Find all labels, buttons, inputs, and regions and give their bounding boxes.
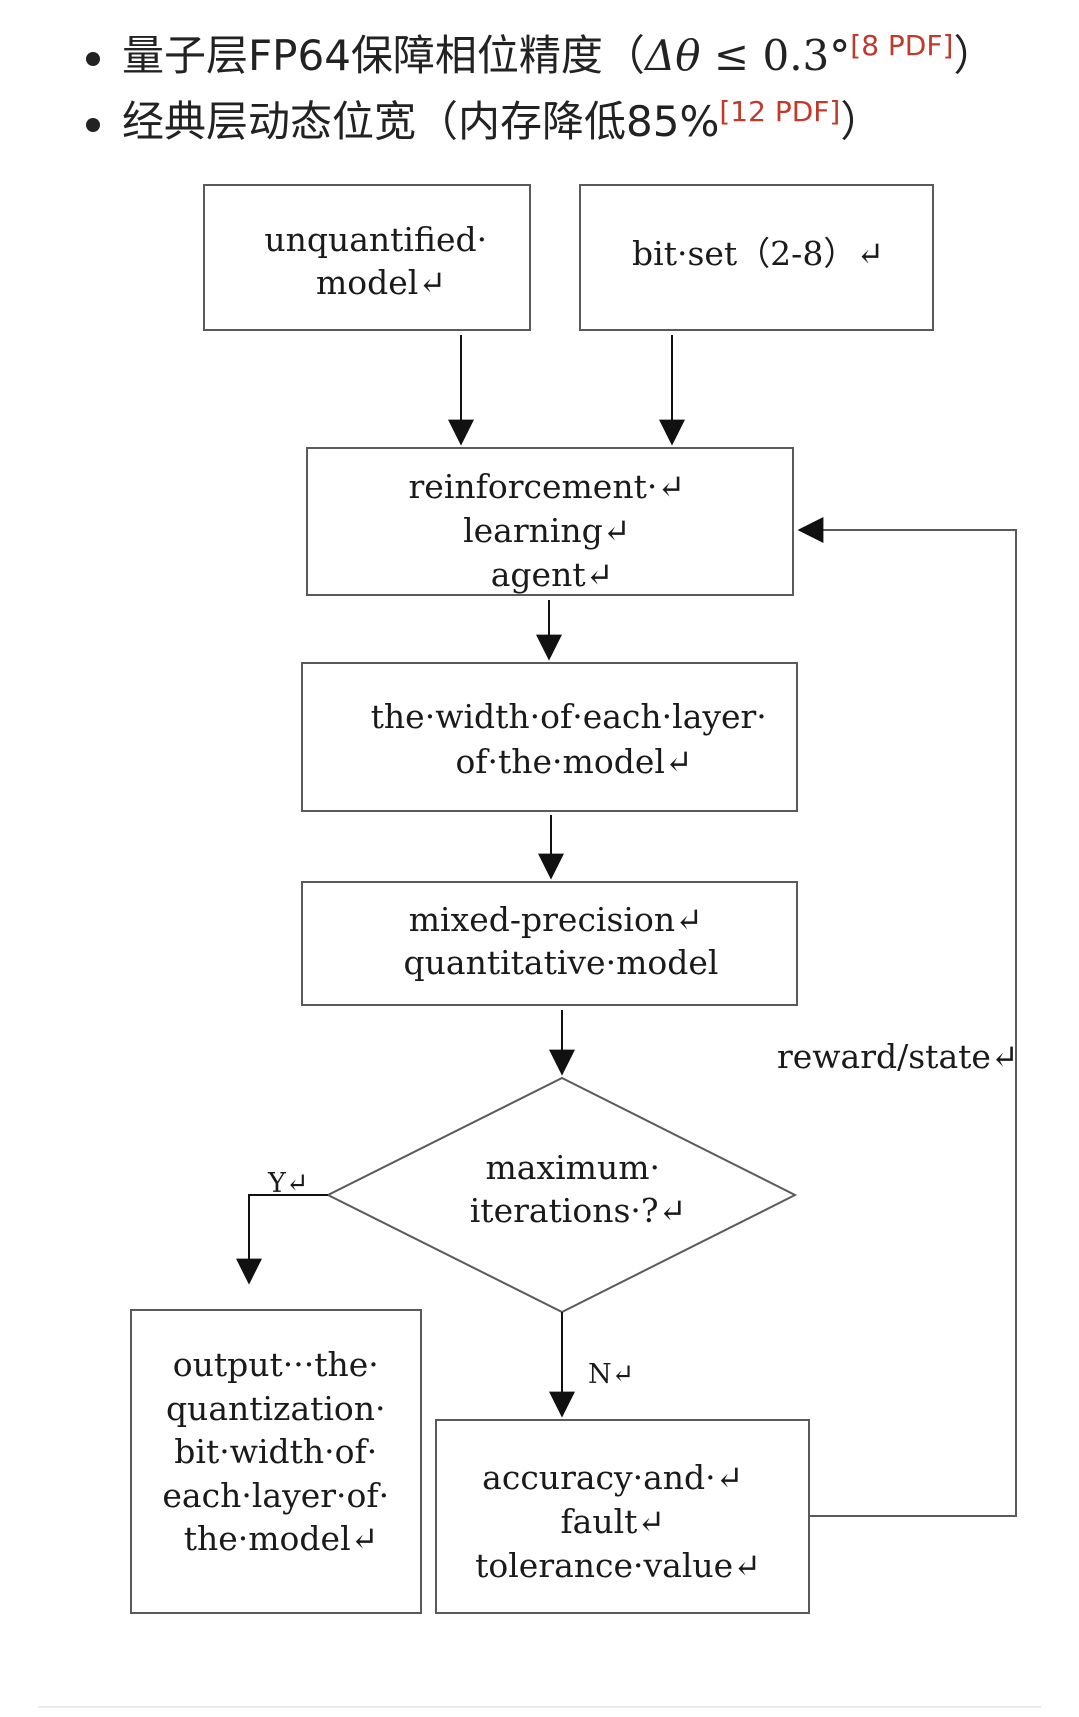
arrow-decision-yes-to-output [236,1194,328,1285]
text-output-bit-width: output···the· quantization· bit·width·of… [162,1345,399,1558]
text-mixed-precision: mixed-precision↵ quantitative·model [404,900,719,982]
text-unquantified-model: unquantified· model↵ [264,220,497,302]
math-relation: ≤ [700,31,763,80]
node-mixed-precision [301,881,798,1006]
math-delta: Δθ [644,31,701,80]
bullet-close: ） [840,97,883,146]
text-accuracy-fault-tolerance: accuracy·and·↵ fault↵ tolerance·value↵ [475,1458,761,1585]
bullet-dot-icon [86,52,100,66]
node-bit-set [579,184,934,331]
node-accuracy-fault-tolerance [435,1419,810,1614]
node-output-bit-width [130,1309,422,1614]
node-layer-width [301,662,798,812]
text-layer-width: the·width·of·each·layer· of·the·model↵ [371,697,778,781]
bullet-label: 经典层动态位宽（内存降低85% [122,97,720,146]
citation-link-8[interactable]: [8 PDF] [850,29,954,62]
text-rl-agent: reinforcement·↵ learning↵ agent↵ [409,467,696,594]
label-reward-state: reward/state↵ [777,1037,1019,1076]
text-decision: maximum· iterations·?↵ [470,1148,687,1230]
bullet-label: 量子层FP64保障相位精度（ [122,31,645,80]
bullet-dot-icon [86,118,100,132]
math-value: 0.3° [762,31,851,80]
divider [38,1706,1041,1708]
text-bit-set: bit·set（2-8）↵ [632,234,884,273]
node-unquantified-model [203,184,531,331]
label-no: N↵ [588,1359,634,1390]
bullet-text: 量子层FP64保障相位精度（Δθ ≤ 0.3°[8 PDF]） [122,32,995,77]
math-expression: Δθ ≤ 0.3° [645,31,850,80]
label-yes: Y↵ [267,1168,308,1199]
arrow-feedback-to-agent [797,517,1017,1517]
bullet-text: 经典层动态位宽（内存降低85%[12 PDF]） [122,98,882,143]
bullet-list: 量子层FP64保障相位精度（Δθ ≤ 0.3°[8 PDF]） 经典层动态位宽（… [0,0,1079,160]
node-rl-agent [306,447,794,596]
citation-link-12[interactable]: [12 PDF] [719,95,841,128]
bullet-close: ） [953,31,996,80]
